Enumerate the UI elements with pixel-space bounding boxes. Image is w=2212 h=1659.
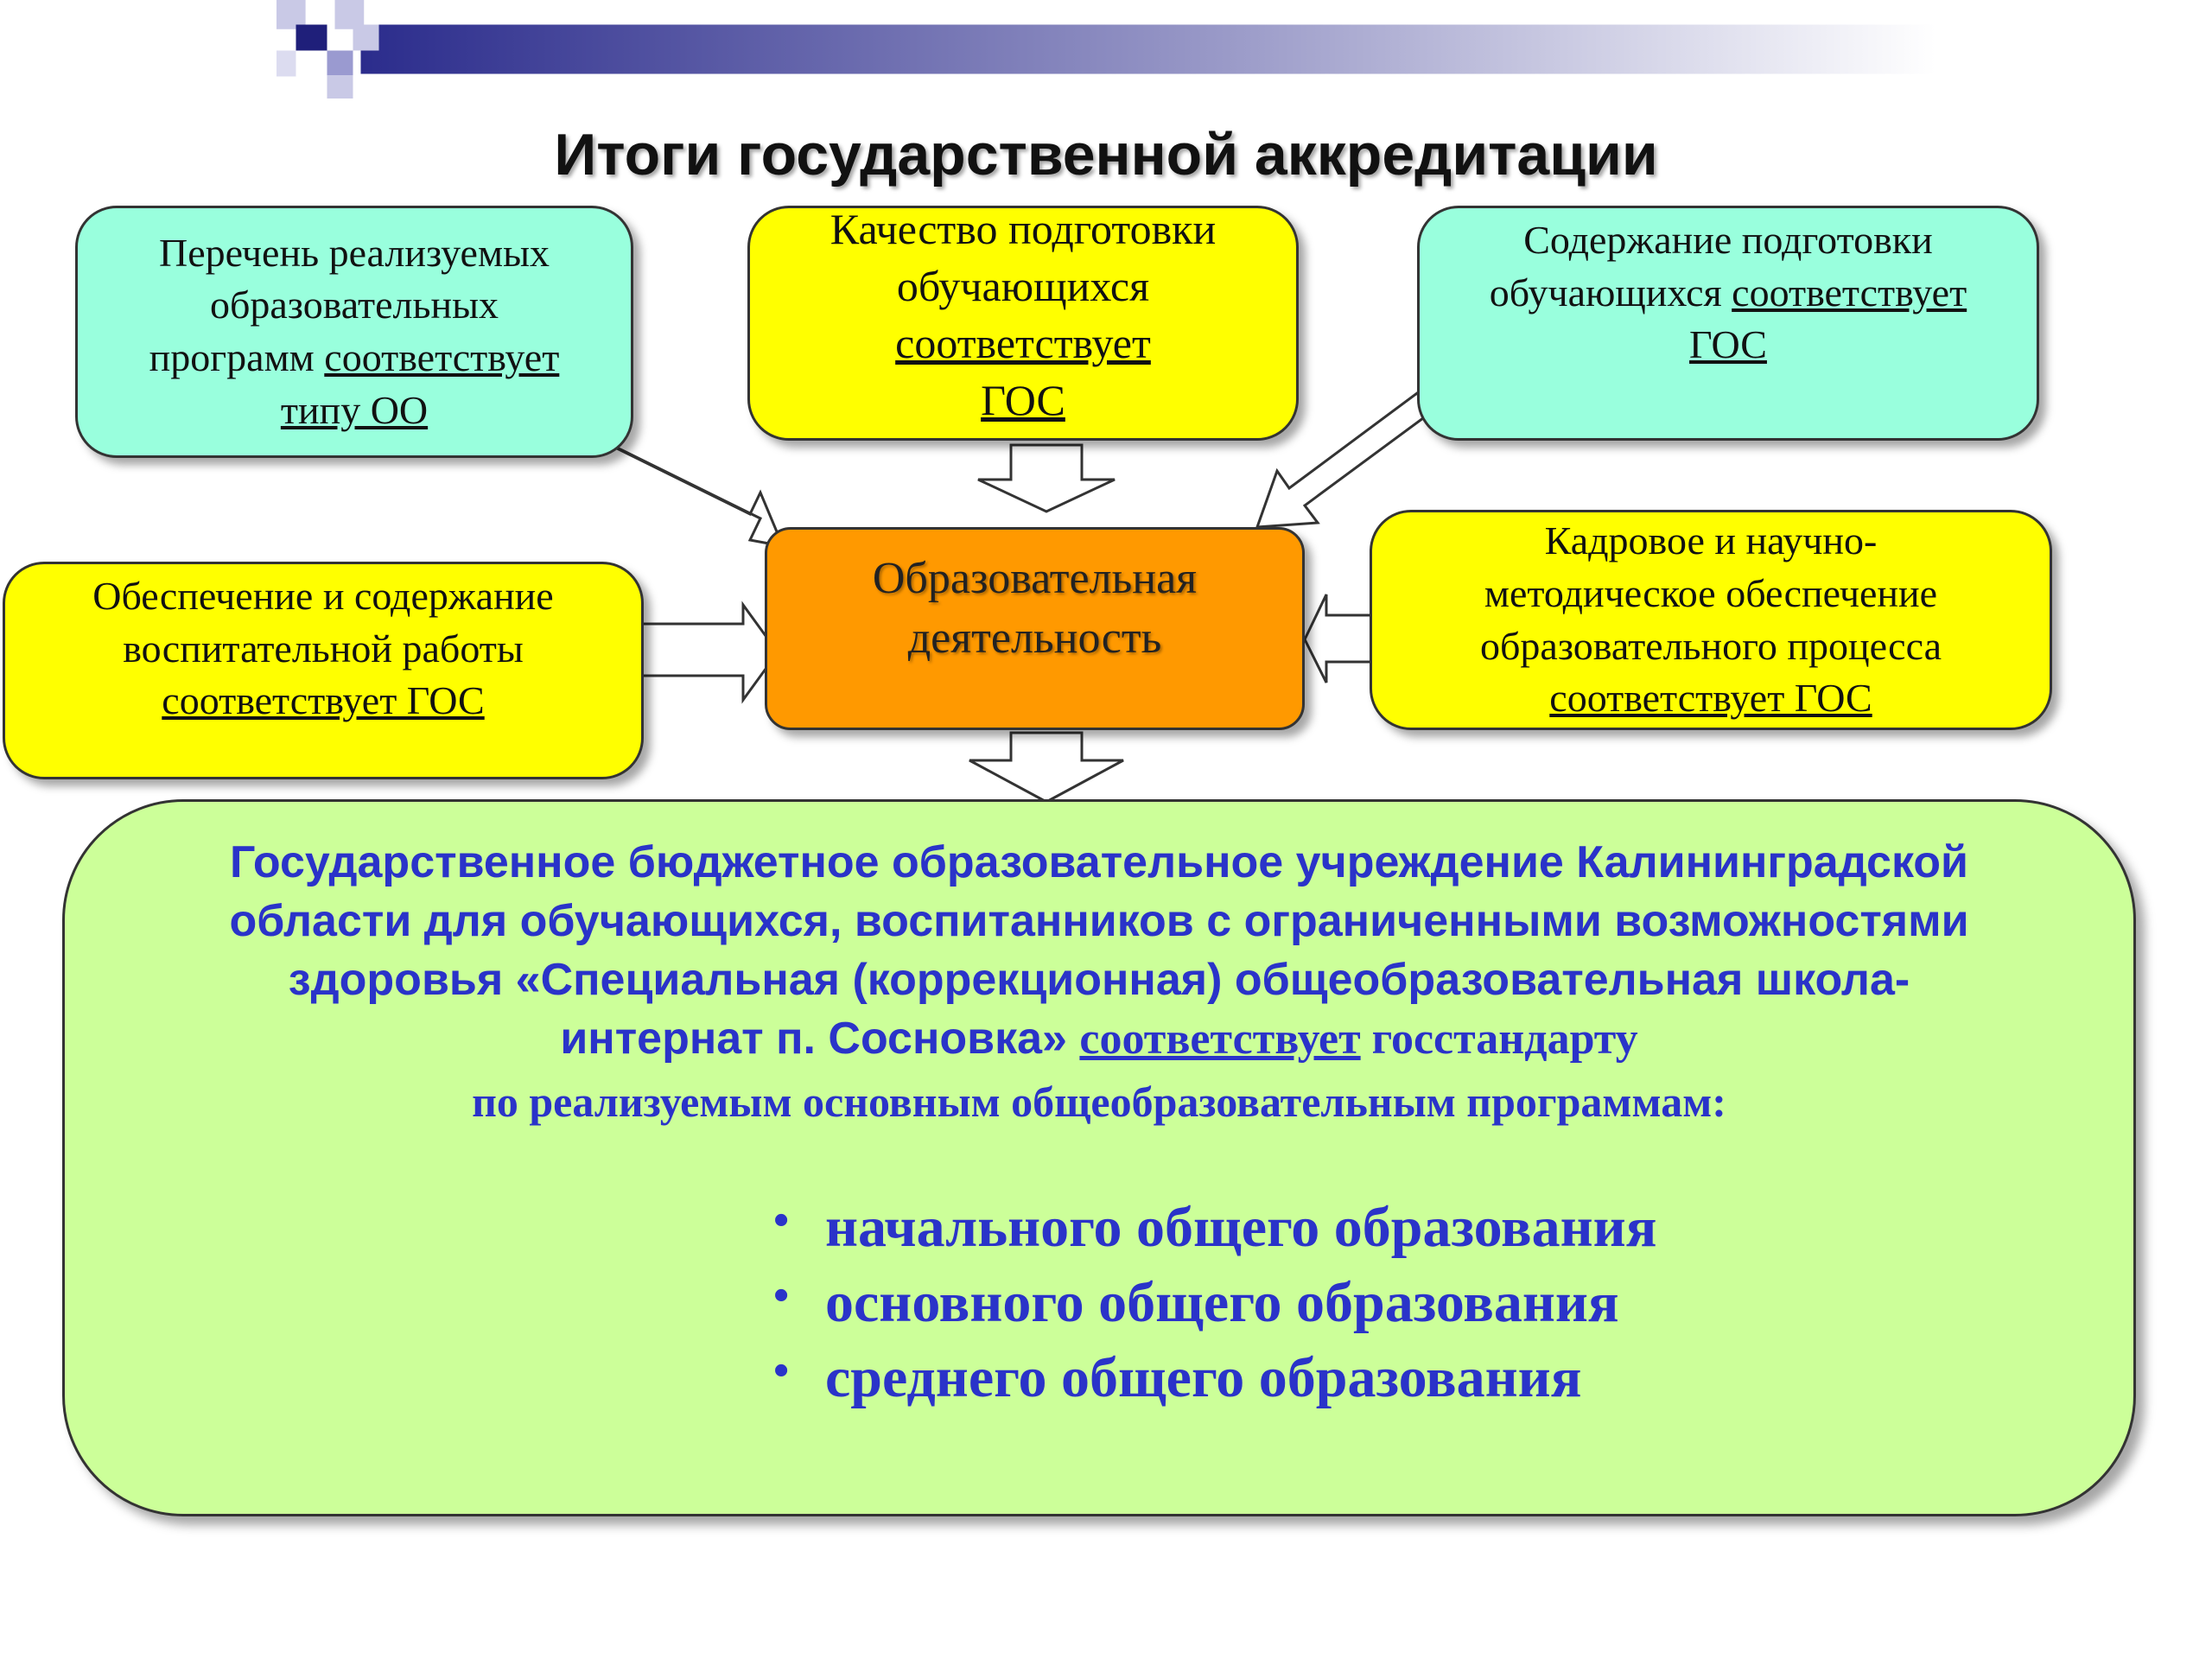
staff-line1: Кадровое и научно- xyxy=(1544,518,1878,563)
education-box: Обеспечение и содержание воспитательной … xyxy=(3,562,644,779)
main-line1: Государственное бюджетное образовательно… xyxy=(229,837,1969,887)
education-line1: Обеспечение и содержание xyxy=(92,573,554,618)
arrow-quality-to-center xyxy=(977,443,1116,513)
main-line3: здоровья «Специальная (коррекционная) об… xyxy=(288,955,1910,1005)
programs-box: Перечень реализуемых образовательных про… xyxy=(75,206,633,458)
bullet-icon: • xyxy=(773,1346,790,1395)
program-item-basic: • основного общего образования xyxy=(773,1270,1619,1336)
bullet-icon: • xyxy=(773,1271,790,1320)
quality-box: Качество подготовки обучающихся соответс… xyxy=(747,205,1299,441)
programs-line3-a: программ xyxy=(149,335,325,379)
staff-line2: методическое обеспечение xyxy=(1484,570,1938,615)
center-line2: деятельность xyxy=(907,613,1162,663)
program-item-secondary: • среднего общего образования xyxy=(773,1345,1581,1411)
education-line3: соответствует ГОС xyxy=(162,678,485,723)
main-line5: по реализуемым основным общеобразователь… xyxy=(472,1077,1726,1126)
main-line4-c: госстандарту xyxy=(1360,1014,1638,1064)
main-line4-a: интернат п. Сосновка» xyxy=(560,1014,1080,1064)
quality-line3: соответствует xyxy=(895,319,1151,367)
content-line3: ГОС xyxy=(1689,322,1767,367)
quality-line2: обучающихся xyxy=(896,262,1150,310)
main-line2: области для обучающихся, воспитанников с… xyxy=(229,896,1969,946)
center-line1: Образовательная xyxy=(872,554,1198,604)
arrow-center-to-main xyxy=(969,731,1124,804)
programs-line1: Перечень реализуемых xyxy=(159,230,550,275)
program-label: основного общего образования xyxy=(825,1271,1619,1334)
programs-line2: образовательных xyxy=(209,283,499,327)
arrow-content-to-center xyxy=(1255,391,1433,529)
main-line4-b: соответствует xyxy=(1079,1014,1361,1064)
header-decoration xyxy=(276,0,1936,99)
arrow-staff-to-center xyxy=(1303,594,1376,683)
staff-line3: образовательного процесса xyxy=(1480,623,1942,668)
program-label: среднего общего образования xyxy=(825,1346,1582,1409)
staff-box: Кадровое и научно- методическое обеспече… xyxy=(1370,510,2052,730)
educational-activity-box: Образовательная деятельность xyxy=(765,527,1305,730)
programs-line4: типу ОО xyxy=(280,387,429,432)
slide-title: Итоги государственной аккредитации xyxy=(554,122,1658,188)
quality-line4: ГОС xyxy=(981,376,1065,424)
main-line4: интернат п. Сосновка» соответствует госс… xyxy=(65,1013,2133,1065)
institution-conclusion-box: Государственное бюджетное образовательно… xyxy=(62,799,2136,1516)
program-item-primary: • начального общего образования xyxy=(773,1195,1656,1261)
bullet-icon: • xyxy=(773,1196,790,1245)
staff-line4: соответствует ГОС xyxy=(1549,676,1872,721)
arrow-education-to-center xyxy=(636,601,779,704)
programs-line3-b: соответствует xyxy=(324,335,560,379)
content-line2-a: обучающихся xyxy=(1489,270,1732,315)
program-label: начального общего образования xyxy=(825,1196,1657,1259)
content-line2-b: соответствует xyxy=(1732,270,1967,315)
content-line1: Содержание подготовки xyxy=(1523,217,1933,262)
arrow-programs-to-center xyxy=(609,443,785,548)
quality-line1: Качество подготовки xyxy=(830,205,1217,253)
education-line2: воспитательной работы xyxy=(123,626,524,671)
content-box: Содержание подготовки обучающихся соотве… xyxy=(1417,206,2039,441)
